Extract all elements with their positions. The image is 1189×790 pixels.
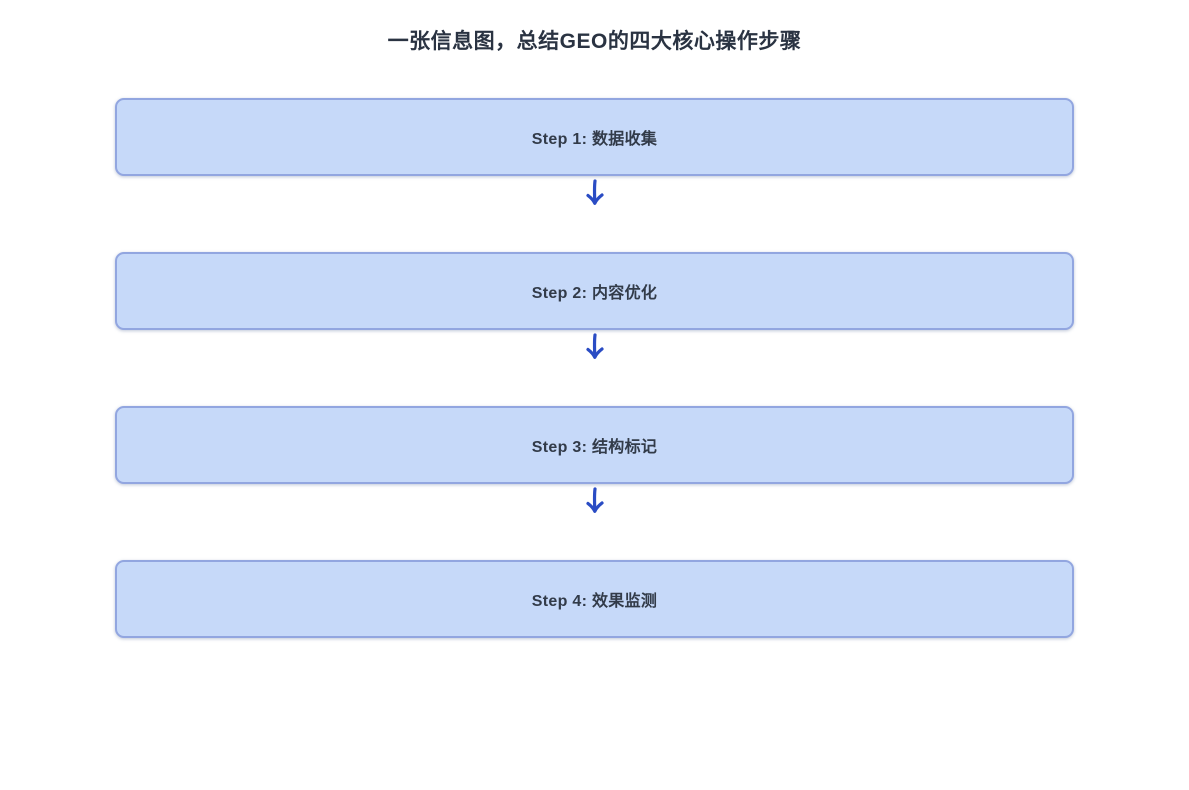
flowchart: Step 1: 数据收集 Step 2: 内容优化 Step 3: 结构标记 (115, 98, 1074, 638)
step-label-4: Step 4: 效果监测 (531, 593, 658, 610)
step-label-1: Step 1: 数据收集 (531, 131, 658, 148)
connector-1 (115, 176, 1074, 252)
step-box-4: Step 4: 效果监测 (115, 560, 1074, 638)
step-label-2: Step 2: 内容优化 (531, 285, 658, 302)
connector-2 (115, 330, 1074, 406)
connector-3 (115, 484, 1074, 560)
down-arrow-icon (585, 487, 604, 513)
down-arrow-icon (585, 179, 604, 205)
step-label-3: Step 3: 结构标记 (531, 439, 658, 456)
page-title: 一张信息图，总结GEO的四大核心操作步骤 (387, 30, 802, 53)
step-box-3: Step 3: 结构标记 (115, 406, 1074, 484)
step-box-1: Step 1: 数据收集 (115, 98, 1074, 176)
step-box-2: Step 2: 内容优化 (115, 252, 1074, 330)
down-arrow-icon (585, 333, 604, 359)
